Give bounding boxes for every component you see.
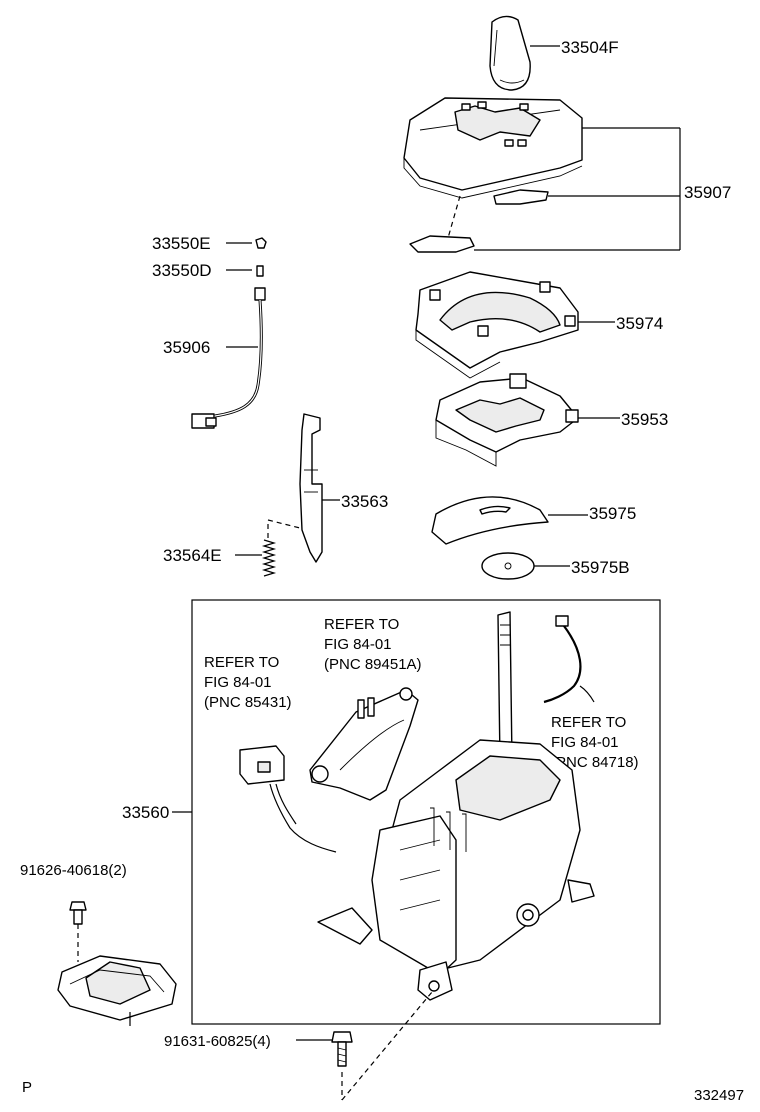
bolt-91631	[331, 1031, 353, 1067]
bezel-plate-upper	[493, 189, 549, 205]
label-33560: 33560	[122, 803, 169, 822]
holder-35974	[415, 271, 579, 379]
ref3-line3: (PNC 84718)	[551, 754, 639, 771]
label-35906: 35906	[163, 338, 210, 357]
clip-33550D	[256, 265, 264, 277]
label-91631: 91631-60825(4)	[164, 1033, 271, 1050]
shift-knob	[489, 15, 531, 91]
label-33564E: 33564E	[163, 546, 222, 565]
ref2-line2: FIG 84-01	[324, 636, 392, 653]
switch-connector	[239, 745, 337, 853]
corner-right-text: 332497	[694, 1087, 744, 1104]
ref3-line1: REFER TO	[551, 714, 626, 731]
label-35907: 35907	[684, 183, 731, 202]
ref3-line2: FIG 84-01	[551, 734, 619, 751]
label-35975B: 35975B	[571, 558, 630, 577]
ref1-line1: REFER TO	[204, 654, 279, 671]
ref2-line3: (PNC 89451A)	[324, 656, 422, 673]
label-35974: 35974	[616, 314, 663, 333]
label-91626: 91626-40618(2)	[20, 862, 127, 879]
cover-35975	[431, 496, 549, 545]
label-35975: 35975	[589, 504, 636, 523]
label-33563: 33563	[341, 492, 388, 511]
label-35953: 35953	[621, 410, 668, 429]
position-sensor	[309, 687, 419, 801]
label-33504F: 33504F	[561, 38, 619, 57]
ref1-line3: (PNC 85431)	[204, 694, 292, 711]
ref1-line2: FIG 84-01	[204, 674, 272, 691]
label-33550D: 33550D	[152, 261, 212, 280]
harness-wire	[543, 615, 595, 704]
cap-33550E	[255, 237, 267, 249]
lever-33563	[299, 413, 323, 563]
corner-left-text: P	[22, 1079, 32, 1096]
bolt-91626	[69, 901, 87, 925]
shift-lever-assembly	[317, 611, 595, 1001]
console-bezel	[403, 97, 583, 199]
shift-boot	[57, 955, 177, 1026]
ref2-line1: REFER TO	[324, 616, 399, 633]
cable-35906	[191, 287, 266, 429]
cover-slot	[479, 505, 511, 515]
bezel-plate-lower	[409, 235, 475, 253]
cover-35975B	[481, 552, 535, 580]
label-33550E: 33550E	[152, 234, 211, 253]
plate-35953	[435, 373, 579, 467]
spring-33564E	[261, 539, 277, 577]
